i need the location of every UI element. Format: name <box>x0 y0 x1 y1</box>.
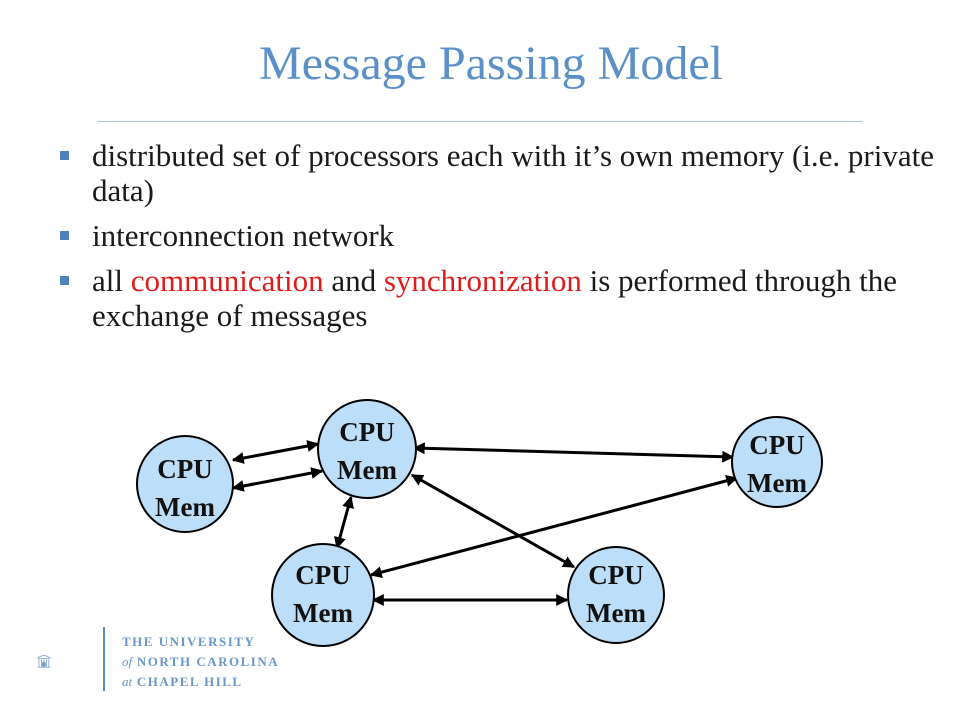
node-cpu-label: CPU <box>157 454 213 484</box>
logo-line-3-text: CHAPEL HILL <box>136 674 243 689</box>
square-bullet-icon <box>60 231 69 240</box>
node-cpu-label: CPU <box>749 430 805 460</box>
logo-line-3: at CHAPEL HILL <box>122 674 243 690</box>
highlight-synchronization: synchronization <box>383 263 582 298</box>
node-mem-label: Mem <box>747 468 807 498</box>
node-right: CPU Mem <box>731 416 823 508</box>
logo-line-2-prefix: of <box>122 654 133 669</box>
bullet-text: is performed through the exchange of mes… <box>92 263 897 333</box>
link-left-top-b <box>231 467 324 492</box>
node-mem-label: Mem <box>293 598 353 628</box>
slide-title: Message Passing Model <box>259 37 723 90</box>
highlight-communication: communication <box>130 263 324 298</box>
node-cpu-label: CPU <box>295 560 351 590</box>
logo-divider <box>103 627 105 691</box>
node-mem-label: Mem <box>337 455 397 485</box>
logo-line-1: THE UNIVERSITY <box>122 634 256 649</box>
node-mem-label: Mem <box>586 598 646 628</box>
node-left: CPU Mem <box>136 435 234 533</box>
square-bullet-icon <box>60 151 69 160</box>
node-cpu-label: CPU <box>588 560 644 590</box>
node-mem-label: Mem <box>155 492 215 522</box>
bullet-text: distributed set of processors each with … <box>92 138 934 208</box>
node-bottom-right: CPU Mem <box>567 546 665 644</box>
bullet-item: distributed set of processors each with … <box>58 138 938 208</box>
logo-line-3-prefix: at <box>122 674 133 689</box>
bullet-text: and <box>323 263 384 298</box>
node-top: CPU Mem <box>317 399 417 499</box>
bullet-item: interconnection network <box>58 218 938 253</box>
link-top-right <box>412 442 735 463</box>
link-right-bottomleft <box>369 474 739 579</box>
bullet-text: interconnection network <box>92 218 395 253</box>
logo-line-2-text: NORTH CAROLINA <box>136 654 280 669</box>
link-left-top-a <box>231 440 320 464</box>
link-top-bottomright <box>410 473 576 569</box>
node-bottom-left: CPU Mem <box>271 543 375 647</box>
title-divider <box>98 121 862 122</box>
link-top-bottomleft <box>334 495 354 550</box>
bullet-text: all <box>92 263 131 298</box>
node-cpu-label: CPU <box>339 417 395 447</box>
logo-line-2: of NORTH CAROLINA <box>122 654 279 670</box>
old-well-icon <box>37 655 51 668</box>
bullet-item: all communication and synchronization is… <box>58 263 938 333</box>
square-bullet-icon <box>60 276 69 285</box>
bullet-list: distributed set of processors each with … <box>58 138 938 343</box>
